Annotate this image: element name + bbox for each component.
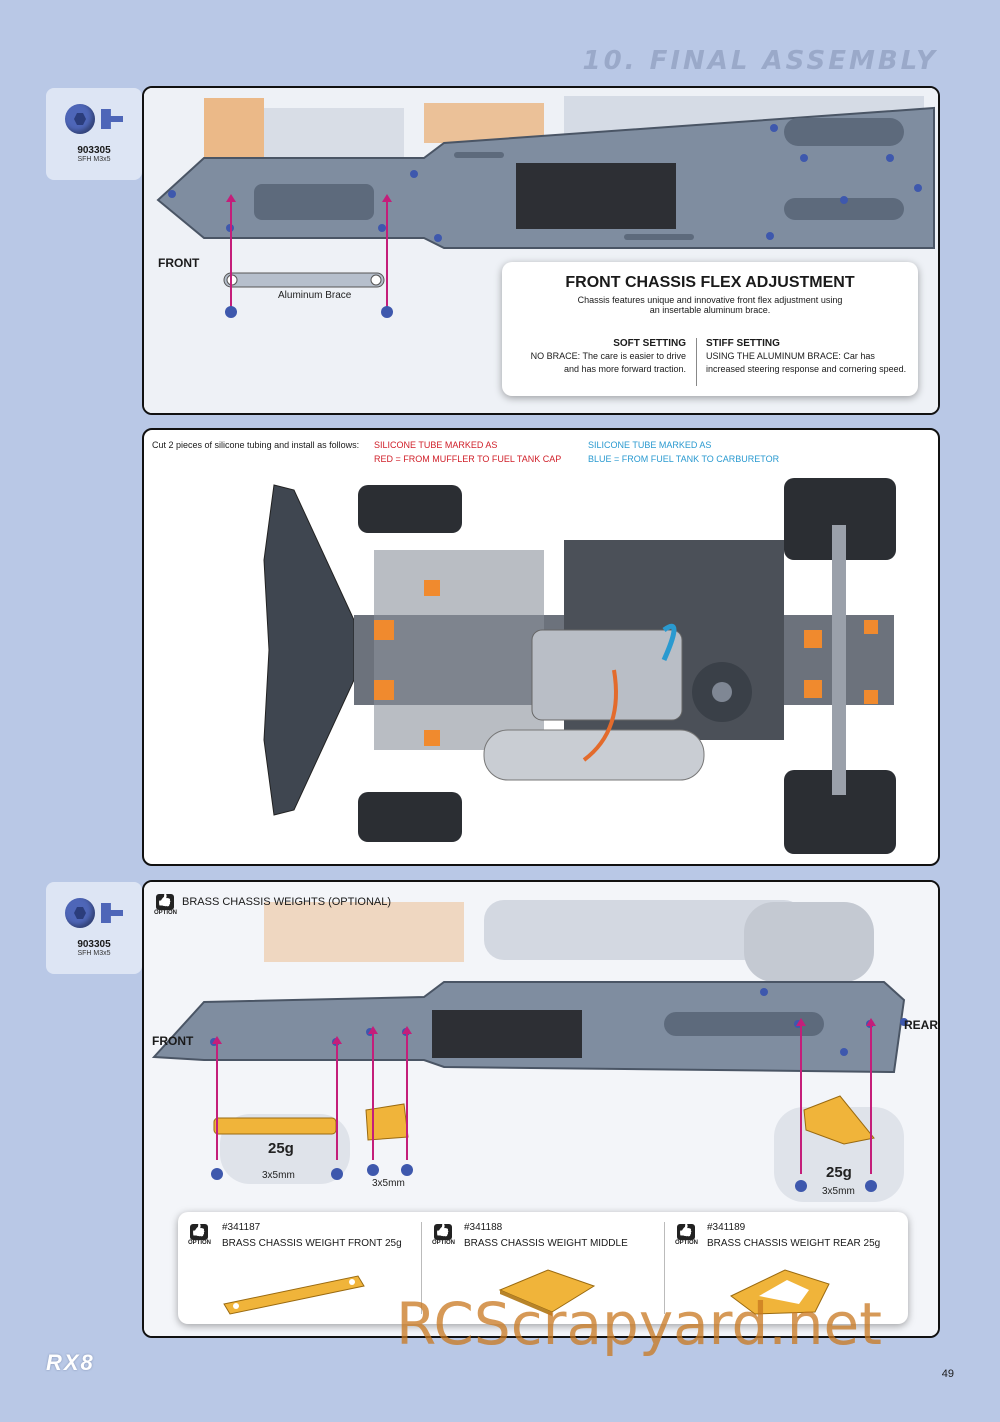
front-label: FRONT [152,1034,194,1048]
option-text: OPTION [432,1240,456,1246]
info-title: FRONT CHASSIS FLEX ADJUSTMENT [565,274,855,291]
stiff-setting: STIFF SETTING USING THE ALUMINUM BRACE: … [706,338,916,374]
weight-rear-label: 25g [826,1164,852,1181]
option-badge: OPTION [675,1224,699,1246]
option-parts-box: OPTION #341187 BRASS CHASSIS WEIGHT FRON… [178,1212,908,1324]
divider [664,1222,665,1314]
option-badge: OPTION [154,894,178,916]
soft-title: SOFT SETTING [613,338,686,349]
soft-desc-1: NO BRACE: The care is easier to drive [530,351,686,361]
option-code: #341189 [707,1222,746,1233]
soft-setting: SOFT SETTING NO BRACE: The care is easie… [514,338,686,374]
arrow-indicator [866,1018,876,1174]
option-text: OPTION [188,1240,212,1246]
screw-icon [331,1168,343,1180]
arrow-indicator [368,1026,378,1160]
brand-logo: RX8 [46,1350,95,1375]
screw-icon [401,1164,413,1176]
screw-size-front: 3x5mm [262,1170,295,1181]
tubing-instruction: Cut 2 pieces of silicone tubing and inst… [152,440,360,450]
part-tag-screw-1: 903305 SFH M3x5 [46,88,142,180]
screw-icon [865,1180,877,1192]
brass-weight-front-image [223,1275,365,1315]
option-name: BRASS CHASSIS WEIGHT FRONT 25g [222,1238,402,1249]
flex-info-box: FRONT CHASSIS FLEX ADJUSTMENT Chassis fe… [502,262,918,396]
screw-icon [225,306,237,318]
screw-head-icon [65,104,95,134]
screw-icon [381,306,393,318]
part-code: 903305 [77,145,111,156]
chassis-illustration-top [144,88,938,413]
screw-size-middle: 3x5mm [372,1178,405,1189]
option-text: OPTION [154,910,178,916]
option-item-front: OPTION #341187 BRASS CHASSIS WEIGHT FRON… [178,1212,421,1324]
option-item-middle: OPTION #341188 BRASS CHASSIS WEIGHT MIDD… [422,1212,664,1324]
option-badge: OPTION [432,1224,456,1246]
screw-icon [367,1164,379,1176]
arrow-indicator [212,1036,222,1160]
thumbs-up-icon [190,1224,208,1240]
arrow-indicator [402,1026,412,1160]
thumbs-up-icon [434,1224,452,1240]
option-name: BRASS CHASSIS WEIGHT REAR 25g [707,1238,881,1249]
brass-weight-middle-image [498,1269,596,1316]
stiff-desc-1: USING THE ALUMINUM BRACE: Car has [706,351,875,361]
arrow-indicator [382,194,392,308]
option-badge: OPTION [188,1224,212,1246]
soft-desc-2: and has more forward traction. [563,364,686,374]
screw-icon [211,1168,223,1180]
front-label: FRONT [158,256,200,270]
panel-front-flex: FRONT Aluminum Brace FRONT CHASSIS FLEX … [142,86,940,415]
part-desc: SFH M3x5 [77,950,111,957]
screw-head-icon [65,898,95,928]
brass-weight-rear-image [730,1269,830,1315]
weight-front-label: 25g [268,1140,294,1157]
part-desc: SFH M3x5 [77,156,111,163]
watermark: RCScrapyard.net [396,1290,882,1358]
blue-tube-line-2: BLUE = FROM FUEL TANK TO CARBURETOR [588,454,780,464]
red-tube-line-2: RED = FROM MUFFLER TO FUEL TANK CAP [374,454,562,464]
thumbs-up-icon [677,1224,695,1240]
panel-silicone-tubing: Cut 2 pieces of silicone tubing and inst… [142,428,940,866]
thumbs-up-icon [156,894,174,910]
screw-side-icon [101,109,123,129]
red-tube-line-1: SILICONE TUBE MARKED AS [374,440,498,450]
info-intro: Chassis features unique and innovative f… [577,295,843,305]
red-tube-note: SILICONE TUBE MARKED AS RED = FROM MUFFL… [374,440,561,464]
option-code: #341187 [222,1222,261,1233]
info-intro-2: an insertable aluminum brace. [649,305,771,315]
part-tag-screw-2: 903305 SFH M3x5 [46,882,142,974]
option-code: #341188 [464,1222,503,1233]
divider [421,1222,422,1314]
weights-title: BRASS CHASSIS WEIGHTS (OPTIONAL) [182,896,392,908]
brace-label: Aluminum Brace [278,290,352,301]
option-item-rear: OPTION #341189 BRASS CHASSIS WEIGHT REAR… [665,1212,908,1324]
blue-tube-line-1: SILICONE TUBE MARKED AS [588,440,712,450]
page-number: 49 [941,1368,954,1380]
stiff-title: STIFF SETTING [706,338,780,349]
section-title: 10. FINAL ASSEMBLY [582,46,938,76]
screw-icon [795,1180,807,1192]
divider [696,338,697,386]
arrow-indicator [796,1018,806,1174]
option-text: OPTION [675,1240,699,1246]
arrow-indicator [332,1036,342,1160]
stiff-desc-2: increased steering response and cornerin… [706,364,907,374]
arrow-indicator [226,194,236,308]
blue-tube-note: SILICONE TUBE MARKED AS BLUE = FROM FUEL… [588,440,779,464]
screw-side-icon [101,903,123,923]
option-name: BRASS CHASSIS WEIGHT MIDDLE [464,1238,628,1249]
screw-size-rear: 3x5mm [822,1186,855,1197]
car-top-view-illustration [263,478,896,854]
part-code: 903305 [77,939,111,950]
rear-label: REAR [904,1018,939,1032]
panel-brass-weights: OPTION BRASS CHASSIS WEIGHTS (OPTIONAL) … [142,880,940,1338]
